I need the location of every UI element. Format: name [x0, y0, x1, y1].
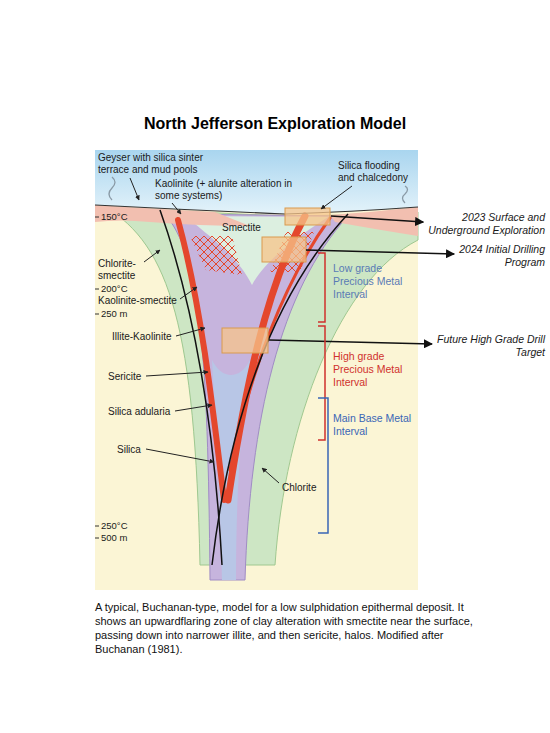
leader-line — [172, 203, 181, 214]
alteration-label: Kaolinite (+ alunite alteration in some … — [155, 178, 292, 201]
label-box: Silica — [117, 444, 157, 456]
geyser-plume — [403, 186, 408, 203]
leader-arrow — [269, 340, 432, 344]
label-box: Geyser with silica sinter terrace and mu… — [98, 152, 218, 175]
geyser-plume — [109, 177, 115, 200]
label-box: 250°C — [101, 520, 141, 532]
leader-line — [262, 468, 279, 483]
vein — [178, 220, 224, 500]
fault-line — [212, 214, 348, 565]
label-box: Kaolinite (+ alunite alteration in some … — [155, 178, 305, 201]
alteration-label: Smectite — [222, 222, 261, 233]
label-box: Chlorite-smectite — [98, 258, 158, 281]
label-box: 250 m — [101, 308, 141, 320]
label-box: Smectite — [222, 222, 272, 234]
clay-alteration-zone — [165, 214, 348, 580]
label-box: 2023 Surface and Underground Exploration — [417, 211, 545, 237]
label-box: Future High Grade Drill Target — [417, 333, 545, 359]
label-box: 500 m — [101, 532, 141, 544]
label-box: Silica flooding and chalcedony — [338, 160, 418, 183]
temperature-label: 200°C — [101, 283, 128, 294]
target-box — [285, 208, 330, 225]
target-label: 2024 Initial Drilling Program — [459, 243, 545, 268]
label-box: Illite-Kaolinite — [112, 331, 202, 343]
label-box: 200°C — [101, 283, 141, 295]
label-box: Chlorite — [282, 482, 332, 494]
leader-arrow — [331, 216, 423, 222]
leader-line — [176, 328, 205, 336]
interval-bracket — [318, 326, 325, 440]
label-box: High grade Precious Metal Interval — [333, 350, 419, 389]
leader-line — [180, 287, 197, 299]
depth-label: 250 m — [101, 308, 127, 319]
alteration-label: Silica adularia — [108, 406, 170, 417]
label-box: Kaolinite-smectite — [98, 295, 198, 307]
interval-bracket — [318, 253, 325, 322]
feature-label: Geyser with silica sinter terrace and mu… — [98, 152, 203, 175]
leader-arrow — [306, 250, 454, 254]
interval-label: High grade Precious Metal Interval — [333, 350, 402, 388]
diagram-title: North Jefferson Exploration Model — [0, 115, 550, 133]
interval-bracket — [318, 398, 328, 533]
leader-line — [146, 449, 214, 462]
depth-tick — [95, 289, 99, 290]
interval-label: Low grade Precious Metal Interval — [333, 262, 402, 300]
leader-line — [175, 405, 212, 411]
target-label: Future High Grade Drill Target — [437, 333, 545, 358]
depth-tick — [95, 314, 99, 315]
label-box: Low grade Precious Metal Interval — [333, 262, 419, 301]
temperature-label: 150°C — [101, 211, 128, 222]
figure-caption: A typical, Buchanan-type, model for a lo… — [95, 600, 495, 656]
label-box: Silica adularia — [108, 406, 198, 418]
label-box: 2024 Initial Drilling Program — [417, 243, 545, 269]
surface-line — [95, 205, 418, 214]
leader-line — [144, 250, 160, 262]
stockwork-hatch — [190, 236, 242, 275]
target-label: 2023 Surface and Underground Exploration — [428, 211, 545, 236]
interval-label: Main Base Metal Interval — [333, 412, 411, 437]
depth-tick — [95, 217, 99, 218]
temperature-label: 250°C — [101, 520, 128, 531]
label-box: Main Base Metal Interval — [333, 412, 419, 438]
vein — [228, 216, 305, 500]
alteration-label: Kaolinite-smectite — [98, 295, 177, 306]
alteration-label: Silica — [117, 444, 141, 455]
depth-tick — [95, 526, 99, 527]
target-box — [262, 237, 306, 262]
leader-line — [321, 186, 352, 209]
alteration-label: Chlorite-smectite — [98, 258, 136, 281]
ground — [95, 205, 418, 590]
feature-label: Silica flooding and chalcedony — [338, 160, 408, 183]
leader-line — [146, 372, 208, 376]
alteration-label: Chlorite — [282, 482, 316, 493]
leader-line — [130, 178, 139, 200]
alteration-label: Illite-Kaolinite — [112, 331, 171, 342]
fault-line — [160, 210, 222, 565]
target-box — [222, 328, 268, 353]
alteration-label: Sericite — [108, 371, 141, 382]
label-box: Sericite — [108, 371, 168, 383]
depth-tick — [95, 538, 99, 539]
depth-label: 500 m — [101, 532, 127, 543]
label-box: 150°C — [101, 211, 141, 223]
